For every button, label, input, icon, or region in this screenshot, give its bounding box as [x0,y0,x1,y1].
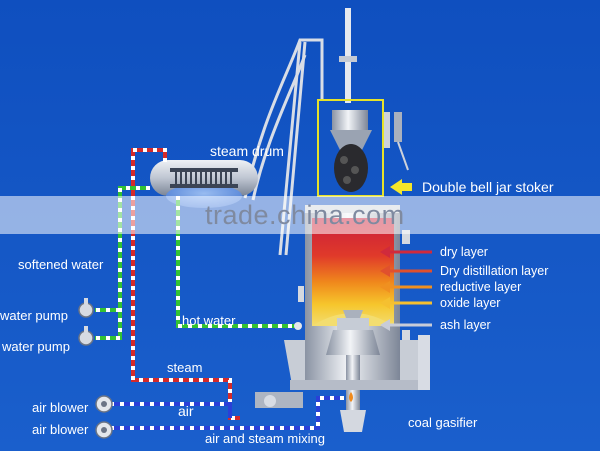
layer-arrows [380,246,432,331]
label-ash-layer: ash layer [440,318,491,332]
label-air-steam-mixing: air and steam mixing [205,431,325,446]
water-pump-icon-1 [78,298,94,318]
label-reductive-layer: reductive layer [440,280,522,294]
label-softened-water: softened water [18,257,104,272]
stoker-body [330,110,409,192]
watermark-text: trade.china.com [205,200,405,230]
water-pipe [95,186,298,340]
label-coal-gasifier: coal gasifier [408,415,478,430]
label-hot-water: hot water [182,313,236,328]
label-dry-distillation-layer: Dry distillation layer [440,264,549,278]
label-steam-drum: steam drum [210,143,284,159]
air-pipe [110,396,344,430]
air-blower-icon-1 [95,395,113,413]
label-steam: steam [167,360,203,375]
watermark-band: trade.china.com [0,196,600,234]
label-air-blower-2: air blower [32,422,89,437]
label-air: air [178,403,194,419]
ash-pan [255,335,430,408]
feed-pipe-cap [339,56,357,62]
stoker-pointer-arrow [390,179,412,195]
label-dry-layer: dry layer [440,245,488,259]
feed-pipe [345,8,351,103]
hot-water-valve-icon [294,322,302,330]
air-blower-icon-2 [95,421,113,439]
label-double-bell: Double bell jar stoker [422,179,554,195]
label-water-pump-2: water pump [2,339,70,354]
label-air-blower-1: air blower [32,400,89,415]
label-oxide-layer: oxide layer [440,296,501,310]
label-water-pump-1: water pump [0,308,68,323]
water-pump-icon-2 [78,326,94,346]
gasifier-fire [312,218,394,326]
